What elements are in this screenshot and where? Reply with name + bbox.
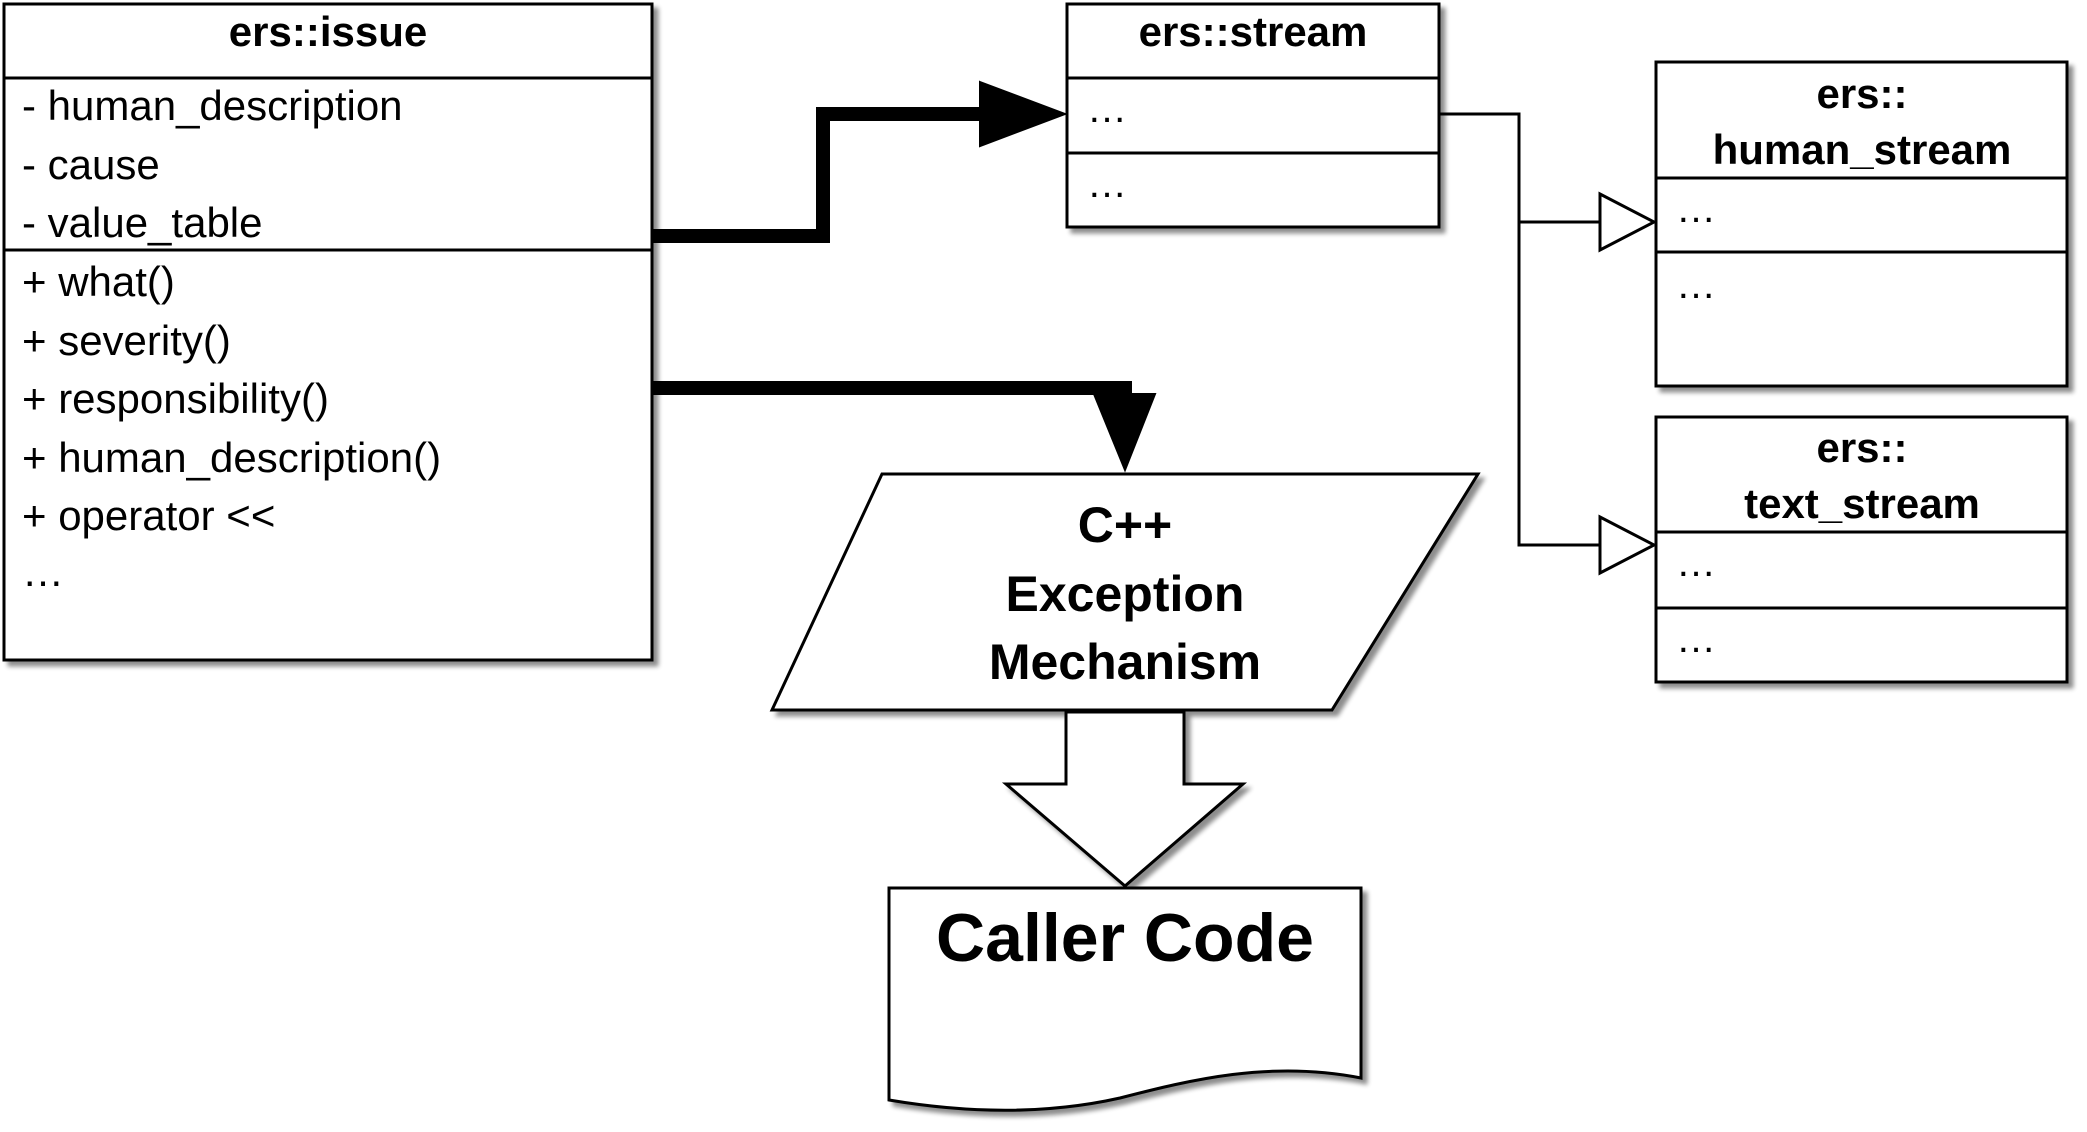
issue-to-exception-arrow: [652, 381, 1157, 473]
text-stream-class-name-line1: ers::: [1816, 424, 1907, 471]
issue-attribute-2: - cause: [22, 141, 160, 188]
issue-attribute-3: - value_table: [22, 199, 263, 246]
text-stream-class-name-line2: text_stream: [1744, 480, 1980, 527]
issue-method-3: + responsibility(): [22, 375, 329, 422]
exception-mechanism-line3: Mechanism: [989, 634, 1261, 690]
human-stream-inheritance-arrowhead: [1598, 191, 1658, 253]
human-stream-class-name-line2: human_stream: [1713, 126, 2012, 173]
human-stream-class-box: ers:: human_stream … …: [1654, 60, 2069, 388]
text-stream-class-box: ers:: text_stream … …: [1654, 415, 2069, 684]
stream-attribute-1: …: [1087, 87, 1127, 131]
text-stream-method-1: …: [1676, 617, 1716, 661]
human-stream-attribute-1: …: [1676, 187, 1716, 231]
exception-mechanism-shape: C++ Exception Mechanism: [769, 472, 1481, 712]
issue-method-6: …: [22, 548, 64, 595]
stream-class-name: ers::stream: [1139, 8, 1368, 55]
human-stream-method-1: …: [1676, 263, 1716, 307]
caller-code-document: Caller Code: [887, 886, 1363, 1112]
human-stream-class-name-line1: ers::: [1816, 70, 1907, 117]
issue-method-2: + severity(): [22, 317, 231, 364]
issue-attribute-1: - human_description: [22, 82, 403, 129]
issue-class-box: ers::issue - human_description - cause -…: [2, 2, 654, 662]
inheritance-connector: [1439, 112, 1600, 547]
exception-mechanism-line2: Exception: [1006, 566, 1245, 622]
issue-method-5: + operator <<: [22, 492, 275, 539]
caller-code-label: Caller Code: [936, 900, 1314, 976]
issue-class-name: ers::issue: [229, 8, 427, 55]
text-stream-attribute-1: …: [1676, 541, 1716, 585]
stream-class-box: ers::stream … …: [1065, 2, 1441, 229]
issue-method-1: + what(): [22, 258, 175, 305]
exception-mechanism-line1: C++: [1078, 497, 1173, 553]
issue-method-4: + human_description(): [22, 434, 441, 481]
issue-to-stream-arrow: [652, 80, 1068, 243]
stream-method-1: …: [1087, 162, 1127, 206]
exception-to-caller-arrow: [1001, 710, 1248, 888]
text-stream-inheritance-arrowhead: [1598, 514, 1658, 576]
